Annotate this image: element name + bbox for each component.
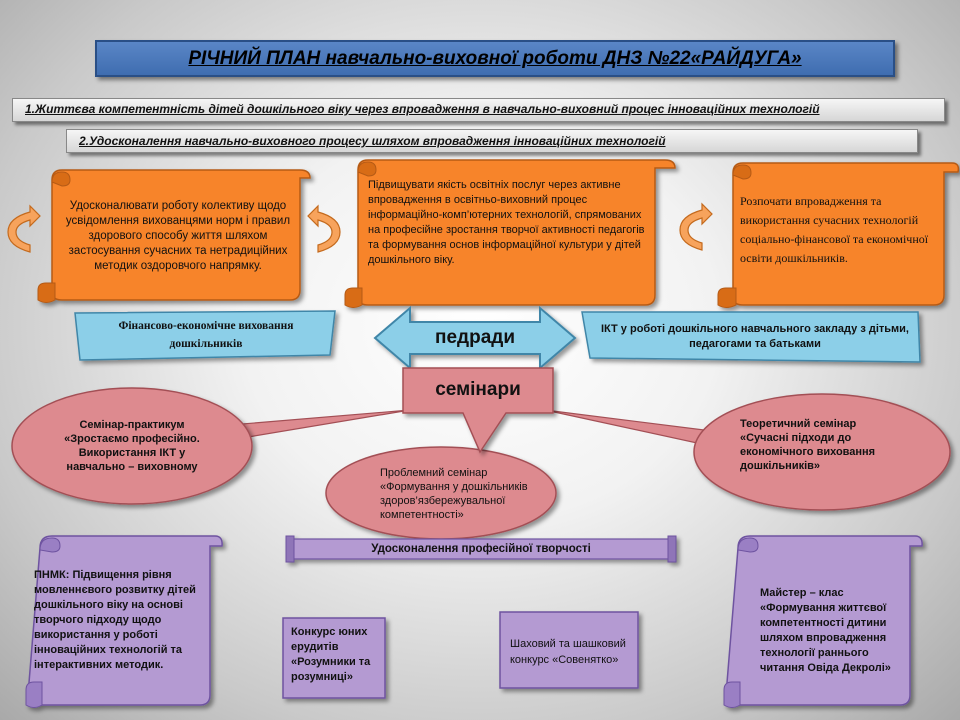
scroll-text-1: Удосконалювати роботу колективу щодо усв… bbox=[65, 199, 291, 272]
blue-box-right bbox=[581, 311, 921, 363]
contest-text: Конкурс юних ерудитів «Розумники та розу… bbox=[291, 626, 371, 683]
cycle-arrow-icon-right bbox=[679, 202, 713, 251]
purple-scroll-pnmk bbox=[25, 535, 223, 708]
goal-text-2: 2.Удосконалення навчально-виховного проц… bbox=[79, 134, 666, 148]
orange-scroll-2 bbox=[344, 159, 676, 308]
cycle-arrow-icon-left bbox=[7, 204, 41, 253]
contest-box bbox=[282, 617, 386, 699]
pnmk-text: ПНМК: Підвищення рівня мовленнєвого розв… bbox=[34, 569, 196, 671]
blue-box-left bbox=[74, 310, 336, 361]
seminar-left-ellipse bbox=[11, 387, 253, 505]
goal-banner-2: 2.Удосконалення навчально-виховного проц… bbox=[66, 129, 918, 153]
orange-scroll-3 bbox=[717, 162, 960, 308]
seminary-label: семінари bbox=[435, 379, 521, 400]
scroll-text-2: Підвищувати якість освітніх послуг через… bbox=[368, 179, 645, 266]
chess-text: Шаховий та шашковий конкурс «Совенятко» bbox=[510, 638, 626, 666]
goal-banner-1: 1.Життєва компетентність дітей дошкільно… bbox=[12, 98, 945, 122]
profession-banner-shape bbox=[285, 535, 677, 563]
seminary-box bbox=[402, 367, 554, 454]
orange-scroll-1 bbox=[37, 169, 311, 303]
goal-text-1: 1.Життєва компетентність дітей дошкільно… bbox=[25, 102, 820, 116]
page-title: РІЧНИЙ ПЛАН навчально-виховної роботи ДН… bbox=[95, 40, 895, 77]
purple-scroll-master bbox=[723, 535, 923, 708]
seminar-right-text: Теоретичний семінар «Сучасні підходи до … bbox=[740, 418, 876, 472]
callout-tail-right bbox=[544, 409, 721, 449]
scroll-text-3: Розпочати впровадження та використання с… bbox=[740, 194, 929, 265]
chess-box bbox=[499, 611, 639, 689]
seminar-bottom-text: Проблемний семінар «Формування у дошкіль… bbox=[380, 467, 528, 521]
master-text: Майстер – клас «Формування життєвої комп… bbox=[760, 587, 891, 674]
seminar-right-ellipse bbox=[693, 393, 951, 511]
callout-tail-left bbox=[229, 409, 411, 441]
pedrady-double-arrow bbox=[373, 305, 577, 371]
cycle-arrow-icon-middle bbox=[307, 204, 341, 253]
pedrady-label: педради bbox=[434, 327, 516, 348]
seminar-left-text: Семінар-практикум «Зростаємо професійно.… bbox=[64, 419, 200, 473]
blue-right-text: ІКТ у роботі дошкільного навчального зак… bbox=[600, 323, 909, 350]
blue-left-text: Фінансово-економічне виховання дошкільни… bbox=[118, 320, 294, 350]
profession-banner-text: Удосконалення професійної творчості bbox=[371, 543, 591, 555]
